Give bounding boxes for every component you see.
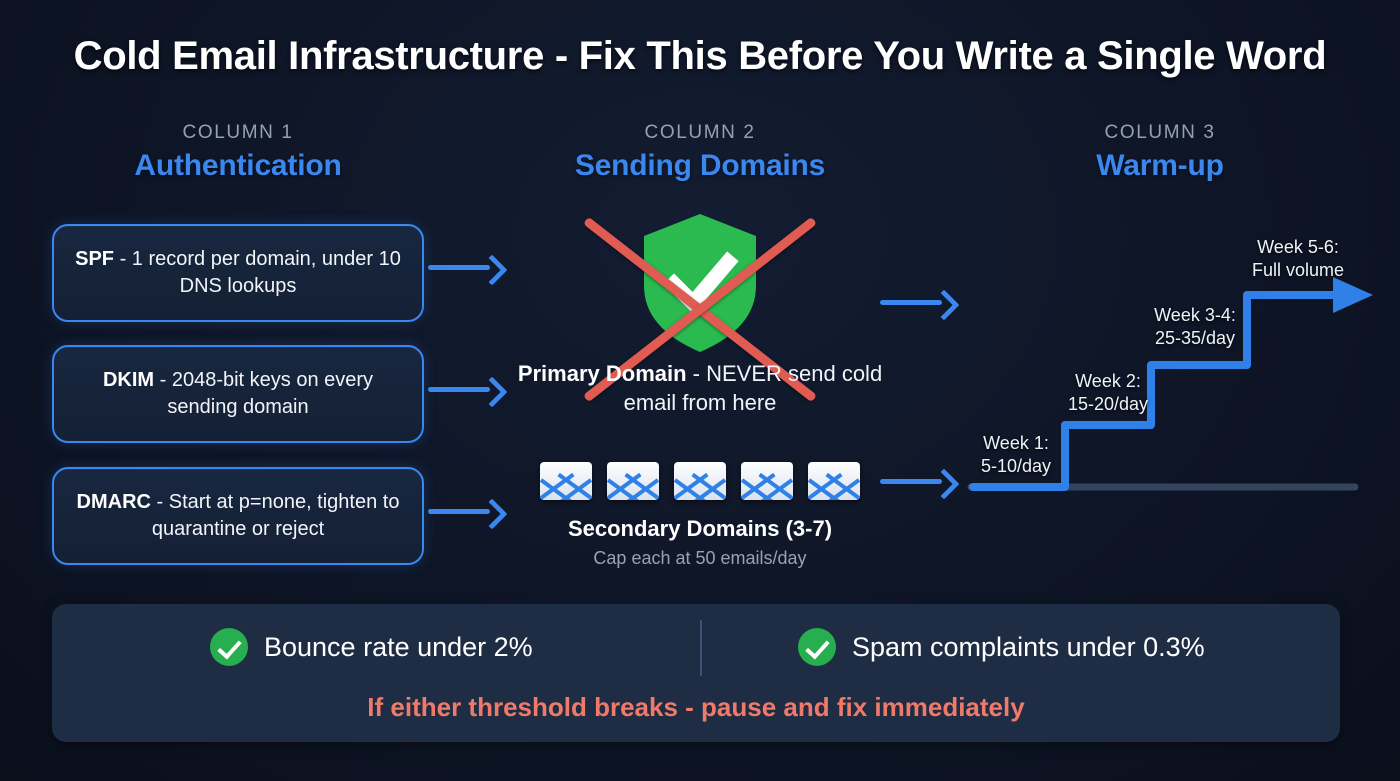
arrow-dmarc-to-domains	[428, 509, 490, 514]
auth-card-term: SPF	[75, 248, 115, 270]
arrow-dkim-to-domains	[428, 387, 490, 392]
column-header-authentication: COLUMN 1 Authentication	[52, 122, 424, 183]
auth-card-detail: - 2048-bit keys on every sending domain	[154, 369, 374, 418]
column-title: Authentication	[134, 149, 342, 182]
arrow-head-icon	[476, 254, 508, 286]
envelope-icon	[808, 462, 860, 500]
panel-divider	[700, 620, 702, 676]
primary-domain-detail: - NEVER send cold email from here	[623, 361, 883, 415]
metric-spam-complaints: Spam complaints under 0.3%	[798, 628, 1205, 666]
auth-card-dkim: DKIM - 2048-bit keys on every sending do…	[52, 345, 424, 443]
secondary-domains-title: Secondary Domains (3-7)	[567, 516, 833, 541]
column-kicker: COLUMN 1	[182, 122, 294, 143]
warmup-staircase-chart	[955, 225, 1375, 510]
warning-message: If either threshold breaks - pause and f…	[367, 692, 1025, 722]
auth-card-term: DKIM	[102, 369, 155, 391]
auth-card-detail: - 1 record per domain, under 10 DNS look…	[114, 248, 401, 297]
envelope-icon	[741, 462, 793, 500]
step-week: Week 5-6:	[1257, 237, 1339, 257]
secondary-domain-envelopes	[540, 462, 860, 500]
arrow-primary-to-warmup	[880, 300, 942, 305]
metric-label: Spam complaints under 0.3%	[852, 631, 1205, 662]
primary-domain-caption: Primary Domain - NEVER send cold email f…	[500, 360, 900, 417]
arrow-spf-to-domains	[428, 265, 490, 270]
warmup-step-label-week34: Week 3-4: 25-35/day	[1130, 304, 1260, 349]
column-header-sending-domains: COLUMN 2 Sending Domains	[520, 122, 880, 183]
column-header-warmup: COLUMN 3 Warm-up	[980, 122, 1340, 183]
green-check-icon	[210, 628, 248, 666]
auth-card-dmarc: DMARC - Start at p=none, tighten to quar…	[52, 467, 424, 565]
warmup-step-label-week56: Week 5-6: Full volume	[1228, 236, 1368, 281]
secondary-domains-subtitle: Cap each at 50 emails/day	[593, 548, 807, 568]
column-kicker: COLUMN 3	[1104, 122, 1216, 143]
auth-card-term: DMARC	[76, 491, 151, 513]
thresholds-panel	[52, 604, 1340, 742]
step-week: Week 1:	[983, 433, 1049, 453]
metric-bounce-rate: Bounce rate under 2%	[210, 628, 533, 666]
page-title: Cold Email Infrastructure - Fix This Bef…	[73, 34, 1327, 78]
auth-card-text: DKIM - 2048-bit keys on every sending do…	[68, 367, 408, 421]
column-title: Warm-up	[1096, 149, 1224, 182]
auth-card-detail: - Start at p=none, tighten to quarantine…	[150, 491, 400, 540]
envelope-icon	[607, 462, 659, 500]
envelope-icon	[674, 462, 726, 500]
auth-card-spf: SPF - 1 record per domain, under 10 DNS …	[52, 224, 424, 322]
column-title: Sending Domains	[574, 149, 826, 182]
auth-card-text: SPF - 1 record per domain, under 10 DNS …	[68, 246, 408, 300]
step-week: Week 2:	[1075, 371, 1141, 391]
step-week: Week 3-4:	[1154, 305, 1236, 325]
warmup-step-label-week1: Week 1: 5-10/day	[960, 432, 1072, 477]
step-value: Full volume	[1251, 259, 1345, 280]
metric-label: Bounce rate under 2%	[264, 631, 533, 662]
step-value: 15-20/day	[1067, 393, 1149, 414]
primary-domain-term: Primary Domain	[517, 361, 687, 386]
auth-card-text: DMARC - Start at p=none, tighten to quar…	[68, 489, 408, 543]
envelope-icon	[540, 462, 592, 500]
column-kicker: COLUMN 2	[644, 122, 756, 143]
step-value: 5-10/day	[980, 455, 1052, 476]
warmup-step-label-week2: Week 2: 15-20/day	[1048, 370, 1168, 415]
arrow-secondary-to-warmup	[880, 479, 942, 484]
step-value: 25-35/day	[1154, 327, 1236, 348]
green-check-icon	[798, 628, 836, 666]
